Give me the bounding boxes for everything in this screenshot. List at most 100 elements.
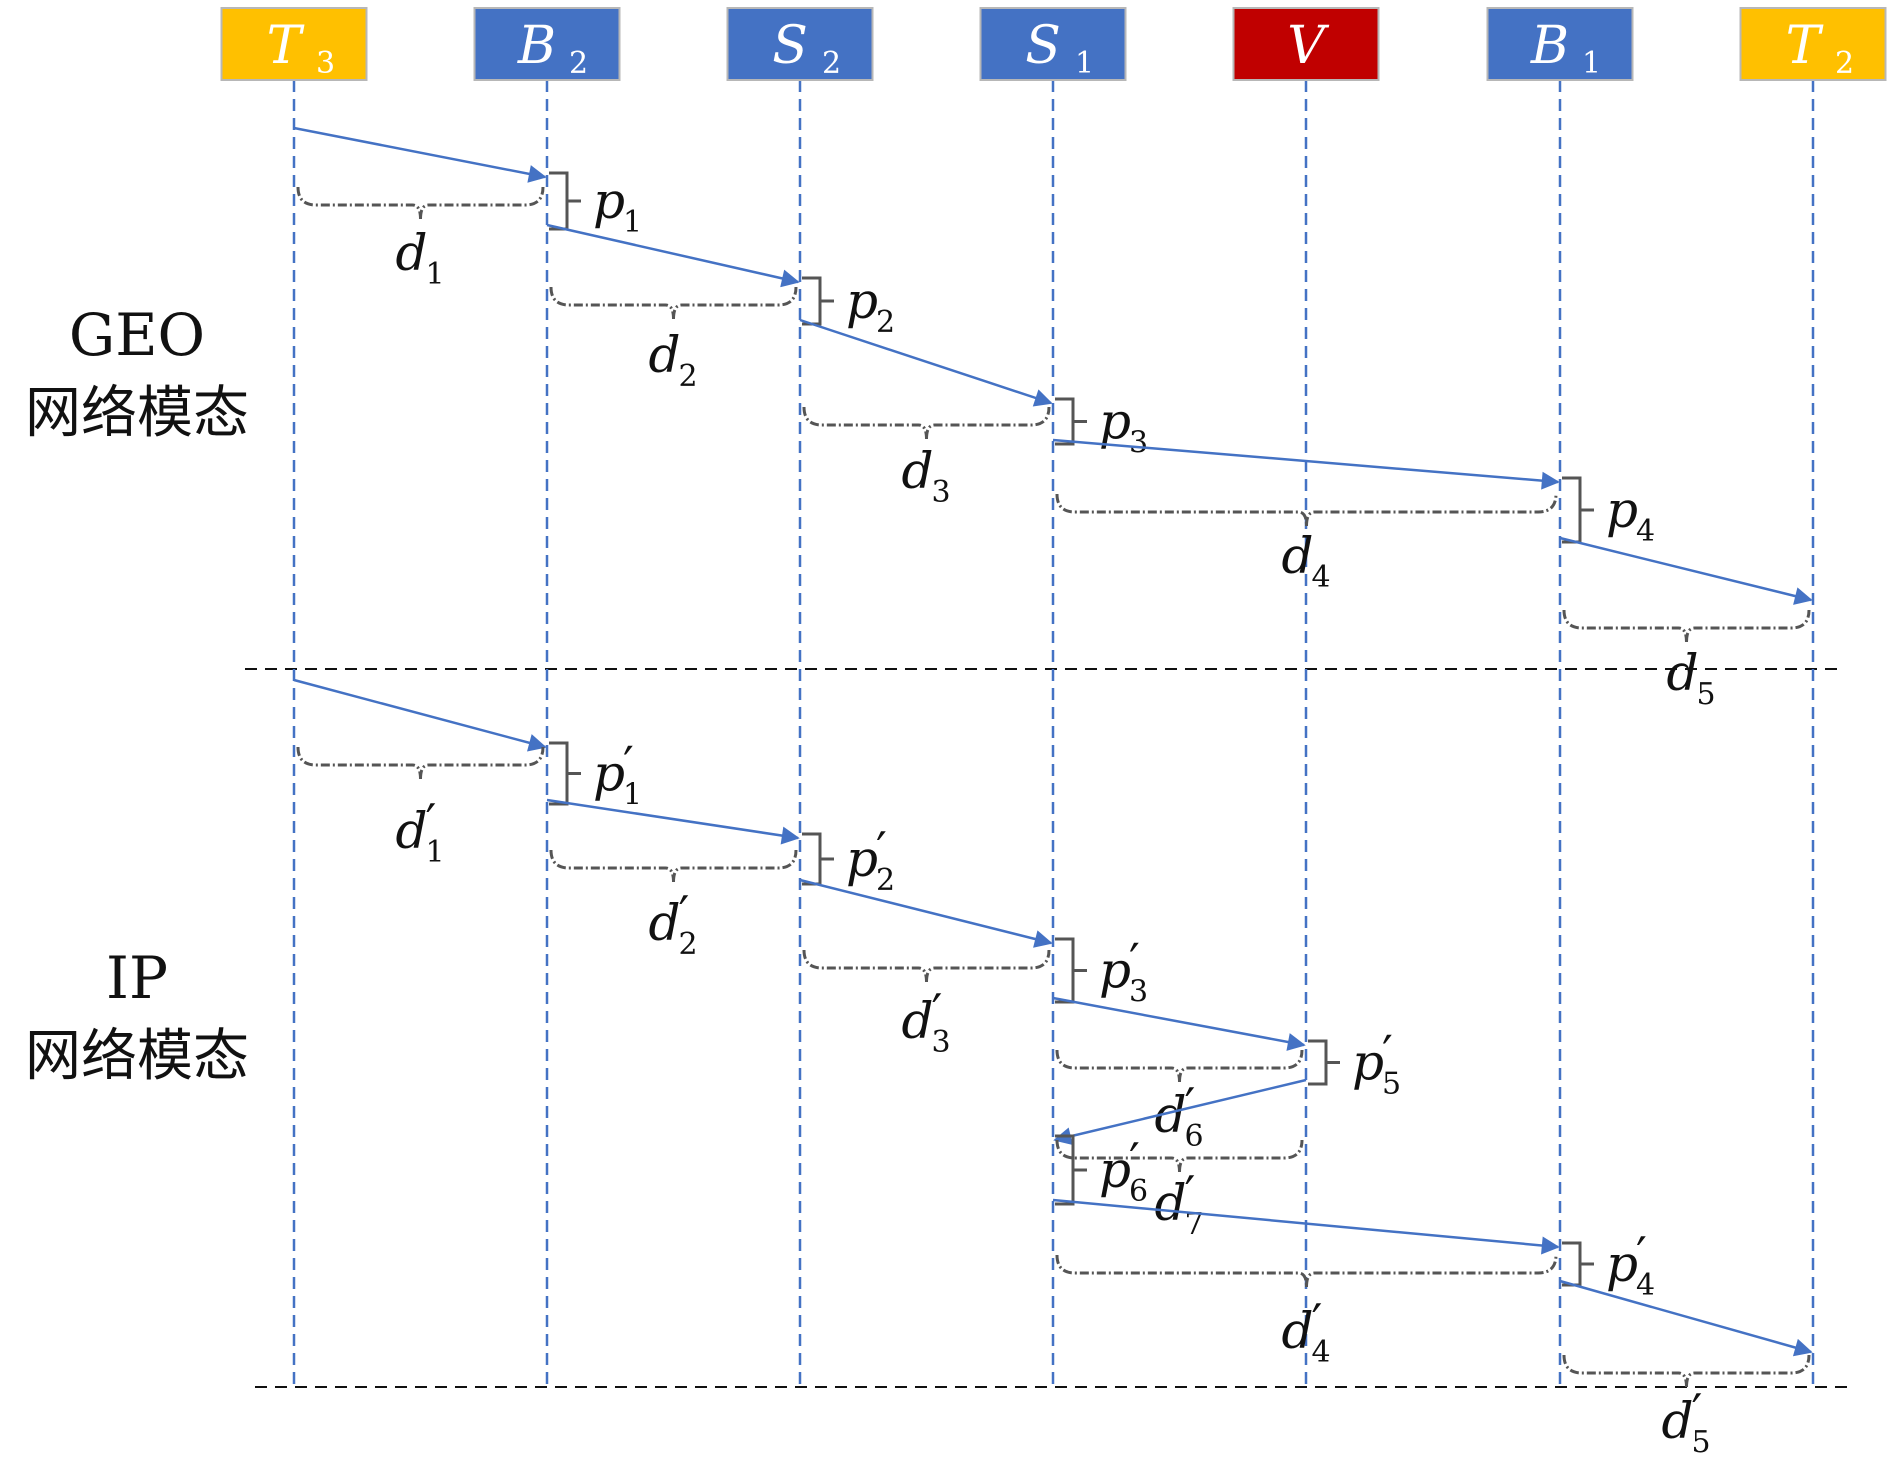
var-letter: p bbox=[846, 272, 878, 330]
var-letter: p bbox=[1352, 1034, 1384, 1092]
var-letter: p bbox=[593, 172, 625, 230]
node-box bbox=[979, 7, 1127, 81]
ip-proc-label-3: p3′ bbox=[1099, 934, 1148, 1010]
var-subscript: 5 bbox=[1692, 1425, 1711, 1460]
var-subscript: 1 bbox=[623, 778, 642, 813]
var-subscript: 4 bbox=[1636, 514, 1655, 549]
node-subscript: 1 bbox=[1075, 46, 1094, 81]
ip-proc-label-2: p2′ bbox=[846, 822, 895, 898]
prime-mark: ′ bbox=[1692, 1384, 1703, 1440]
prime-mark: ′ bbox=[623, 737, 634, 793]
var-letter: p bbox=[846, 830, 878, 888]
prime-mark: ′ bbox=[1129, 934, 1140, 990]
ip-delay-label-6: d4′ bbox=[1282, 1294, 1331, 1370]
geo-proc-label-4: p4 bbox=[1606, 481, 1655, 549]
var-subscript: 2 bbox=[876, 305, 895, 340]
geo-delay-label-3: d3 bbox=[902, 442, 951, 510]
ip-message-4 bbox=[1052, 996, 1306, 1051]
prime-mark: ′ bbox=[1636, 1227, 1647, 1283]
node-label: T bbox=[267, 16, 305, 76]
var-letter: d bbox=[649, 326, 681, 384]
node-subscript: 2 bbox=[569, 46, 588, 81]
var-letter: d bbox=[1662, 1392, 1694, 1450]
geo-message-2 bbox=[546, 223, 800, 288]
var-letter: d bbox=[1667, 644, 1699, 702]
prime-mark: ′ bbox=[426, 794, 437, 850]
ip-message-7 bbox=[1559, 1279, 1813, 1357]
geo-delay-label-5: d5 bbox=[1667, 644, 1716, 712]
node-subscript: 2 bbox=[822, 46, 841, 81]
var-subscript: 5 bbox=[1382, 1067, 1401, 1102]
var-subscript: 5 bbox=[1697, 677, 1716, 712]
prime-mark: ′ bbox=[1312, 1294, 1323, 1350]
var-subscript: 1 bbox=[623, 205, 642, 240]
node-box bbox=[1739, 7, 1887, 81]
prime-mark: ′ bbox=[1185, 1078, 1196, 1134]
var-subscript: 2 bbox=[679, 927, 698, 962]
geo-proc-bracket-3 bbox=[1055, 397, 1087, 446]
var-letter: p bbox=[593, 745, 625, 803]
ip-delay-label-2: d2′ bbox=[649, 886, 698, 962]
prime-mark: ′ bbox=[876, 822, 887, 878]
node-v: V bbox=[1232, 7, 1380, 81]
var-letter: d bbox=[1282, 1302, 1314, 1360]
var-letter: d bbox=[1155, 1174, 1187, 1232]
ip-delay-brace-5 bbox=[1055, 1139, 1304, 1173]
section-ip-title-cn: 网络模态 bbox=[25, 1024, 249, 1089]
var-subscript: 4 bbox=[1312, 1335, 1331, 1370]
section-geo-title-en: GEO bbox=[69, 301, 205, 369]
ip-delay-label-1: d1′ bbox=[396, 794, 445, 870]
ip-proc-label-1: p1′ bbox=[593, 737, 642, 813]
ip-delay-label-3: d3′ bbox=[902, 984, 951, 1060]
var-letter: d bbox=[649, 894, 681, 952]
ip-proc-bracket-6 bbox=[1562, 1241, 1594, 1287]
ip-proc-label-4: p5′ bbox=[1352, 1026, 1401, 1102]
ip-message-5 bbox=[1053, 1078, 1307, 1145]
geo-message-3 bbox=[799, 318, 1053, 407]
var-subscript: 1 bbox=[426, 257, 445, 292]
ip-delay-brace-1 bbox=[296, 746, 545, 780]
node-box bbox=[1486, 7, 1634, 81]
var-letter: p bbox=[1099, 1141, 1131, 1199]
ip-proc-bracket-3 bbox=[1055, 937, 1087, 1004]
geo-delay-brace-2 bbox=[549, 286, 798, 320]
node-label: T bbox=[1786, 16, 1824, 76]
node-box bbox=[473, 7, 621, 81]
geo-proc-bracket-4 bbox=[1562, 476, 1594, 544]
ip-proc-bracket-2 bbox=[802, 832, 834, 886]
geo-proc-bracket-2 bbox=[802, 276, 834, 326]
geo-proc-label-1: p1 bbox=[593, 172, 642, 240]
var-subscript: 6 bbox=[1129, 1174, 1148, 1209]
var-letter: p bbox=[1099, 393, 1131, 451]
ip-delay-brace-6 bbox=[1055, 1254, 1558, 1288]
ip-message-6 bbox=[1052, 1198, 1560, 1255]
ip-delay-label-5: d7′ bbox=[1155, 1166, 1204, 1242]
ip-message-1 bbox=[293, 678, 547, 752]
var-letter: d bbox=[902, 442, 934, 500]
node-label: V bbox=[1287, 16, 1329, 76]
var-subscript: 4 bbox=[1312, 560, 1331, 595]
ip-delay-brace-7 bbox=[1562, 1354, 1811, 1388]
geo-message-4 bbox=[1052, 438, 1560, 490]
var-subscript: 2 bbox=[679, 359, 698, 394]
node-subscript: 1 bbox=[1582, 46, 1601, 81]
prime-mark: ′ bbox=[1129, 1133, 1140, 1189]
geo-proc-label-2: p2 bbox=[846, 272, 895, 340]
ip-proc-label-6: p4′ bbox=[1606, 1227, 1655, 1303]
geo-delay-label-4: d4 bbox=[1282, 527, 1331, 595]
node-label: S bbox=[772, 16, 808, 76]
node-label: B bbox=[1530, 16, 1569, 76]
prime-mark: ′ bbox=[679, 886, 690, 942]
node-box bbox=[1232, 7, 1380, 81]
section-geo-title-cn: 网络模态 bbox=[25, 381, 249, 446]
geo-message-1 bbox=[293, 126, 547, 183]
geo-delay-brace-3 bbox=[802, 406, 1051, 440]
node-label: B bbox=[517, 16, 556, 76]
var-subscript: 3 bbox=[1129, 975, 1148, 1010]
node-box bbox=[220, 7, 368, 81]
prime-mark: ′ bbox=[1185, 1166, 1196, 1222]
